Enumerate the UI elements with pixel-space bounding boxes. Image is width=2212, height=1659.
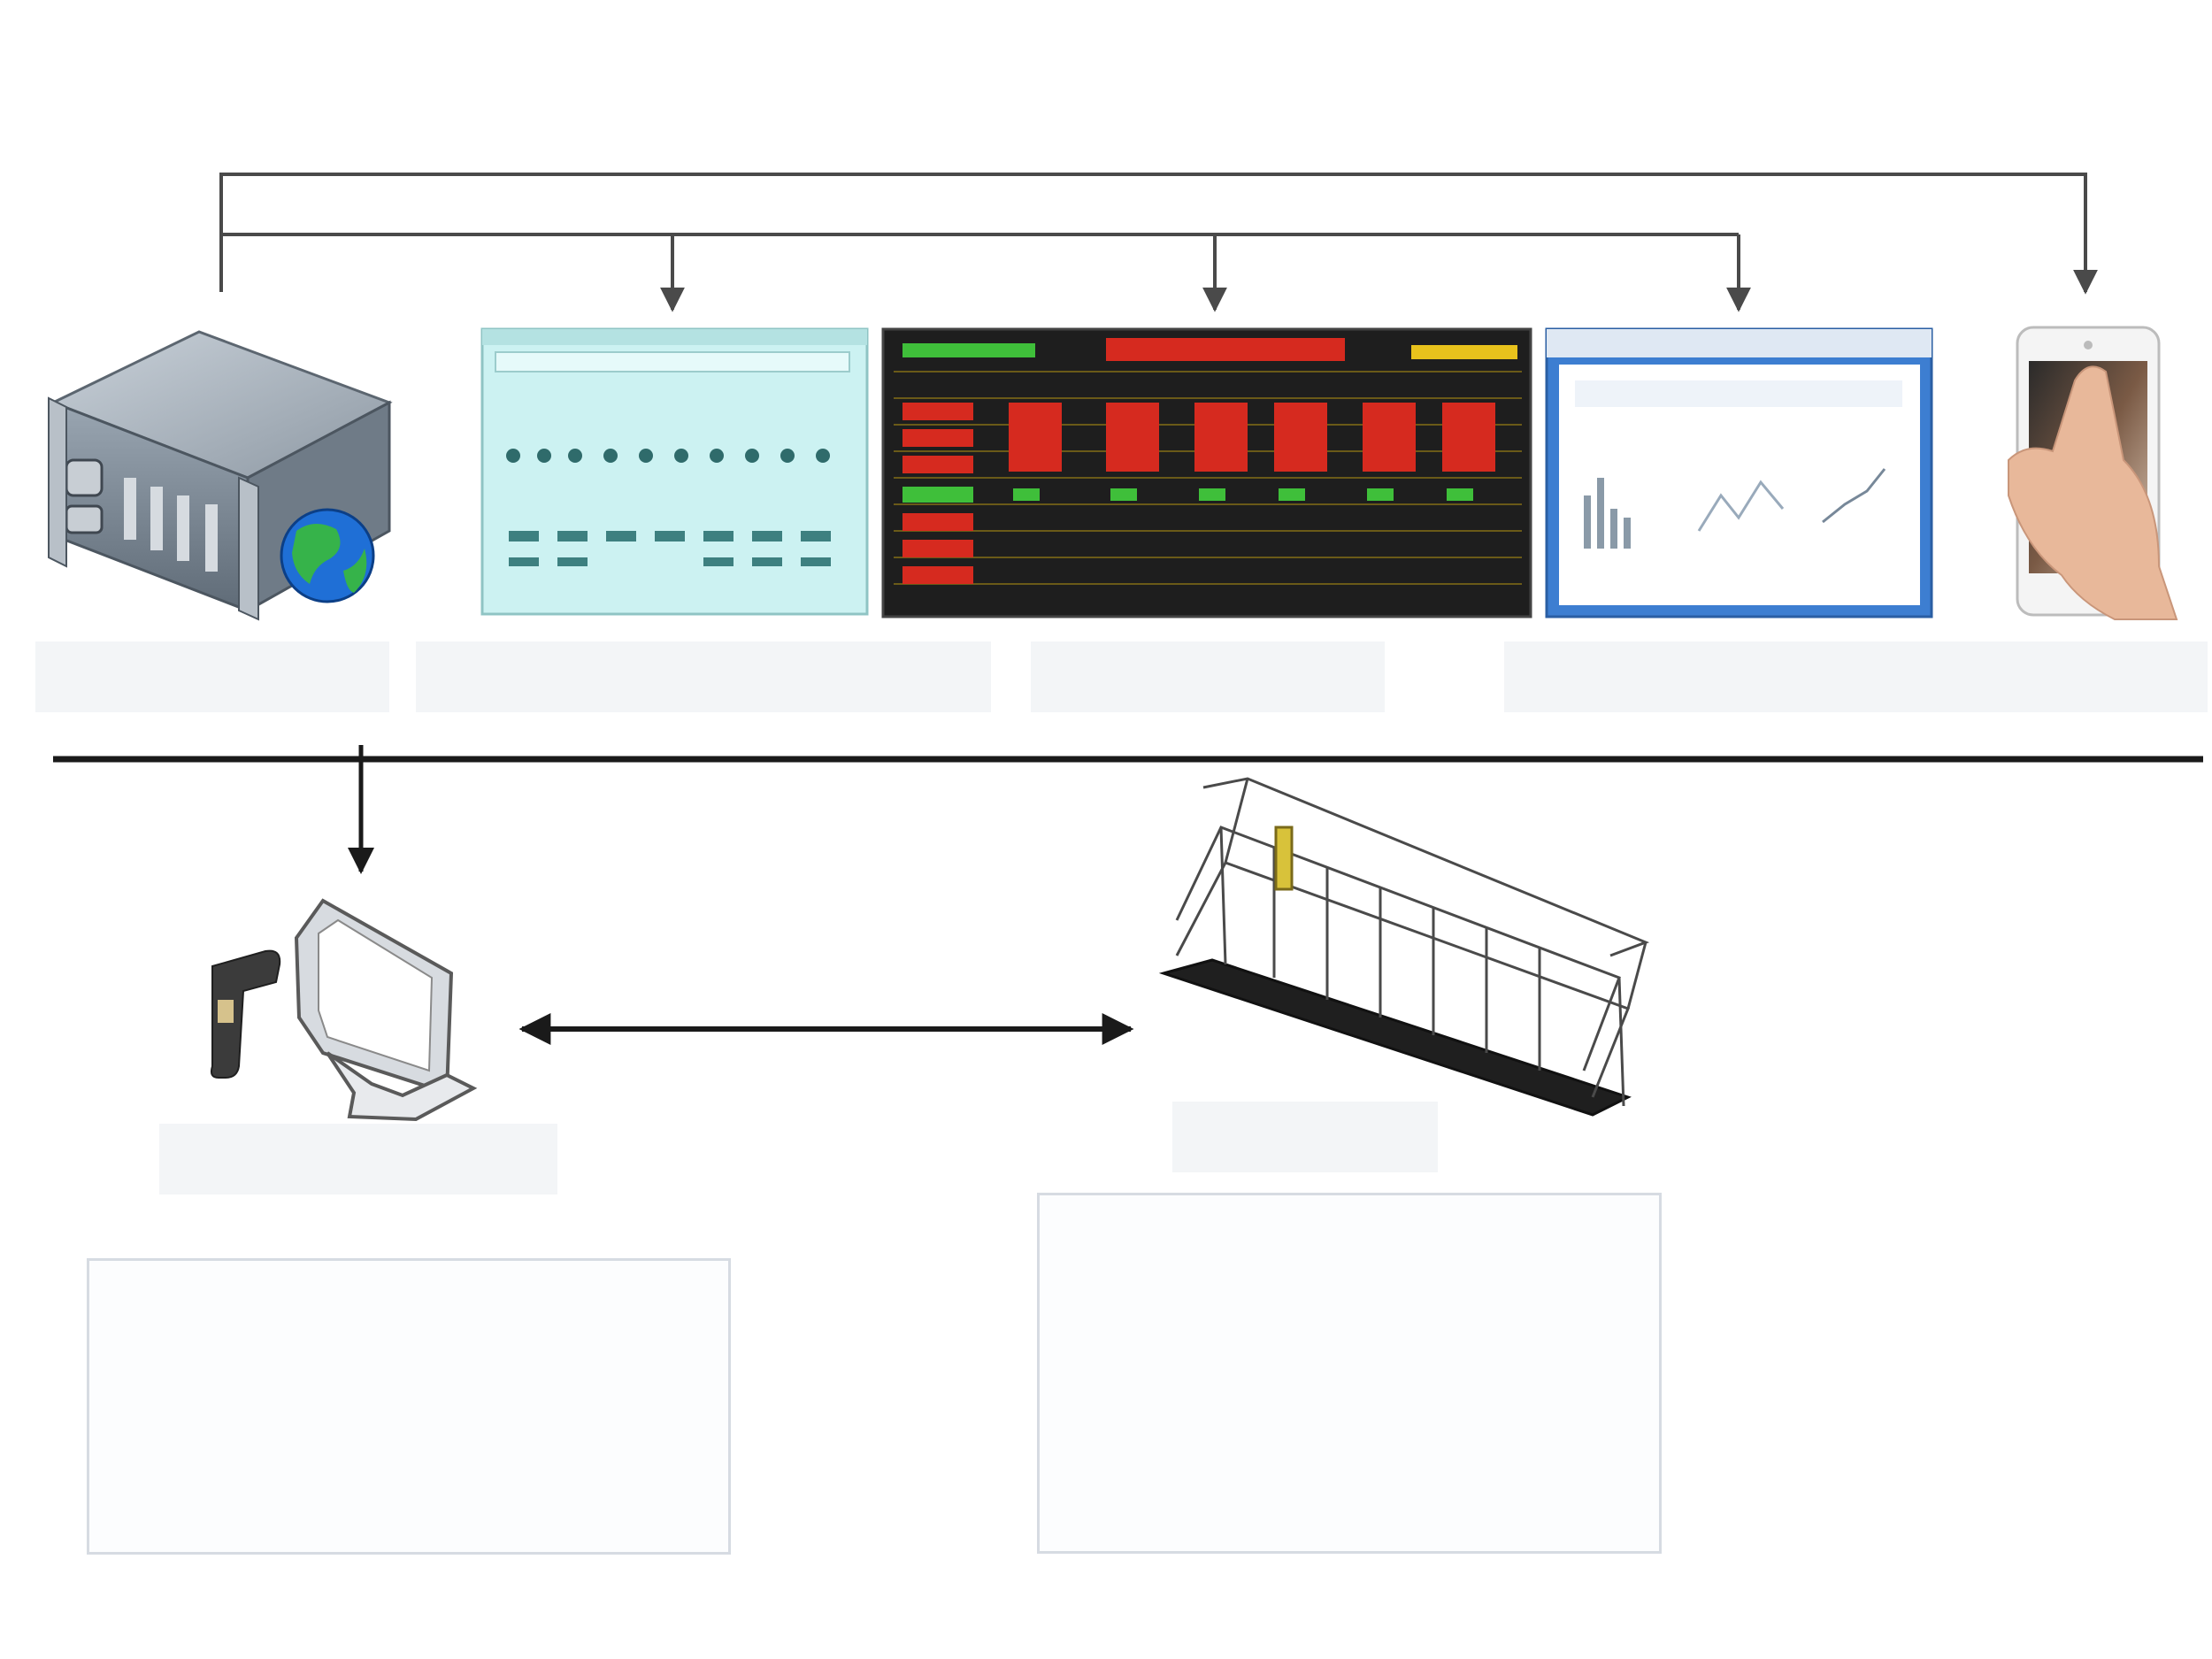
led-board-panel: [881, 327, 1532, 618]
scanner-icon: [210, 949, 281, 1079]
globe-icon: [280, 508, 375, 603]
terminal-notes-text: [89, 1261, 728, 1303]
top-feed-lines: [219, 173, 2098, 312]
assembly-line-notes-box: [1037, 1193, 1662, 1554]
terminal-notes-box: [87, 1258, 731, 1555]
assembly-line-notes-text: [1040, 1195, 1659, 1238]
smartphone-icon: [2008, 326, 2178, 620]
workstation-screen-panel: [480, 327, 869, 616]
assembly-line-icon: [1158, 777, 1650, 1117]
monitor-icon: [294, 898, 478, 1122]
web-report-browser: [1545, 327, 1933, 618]
